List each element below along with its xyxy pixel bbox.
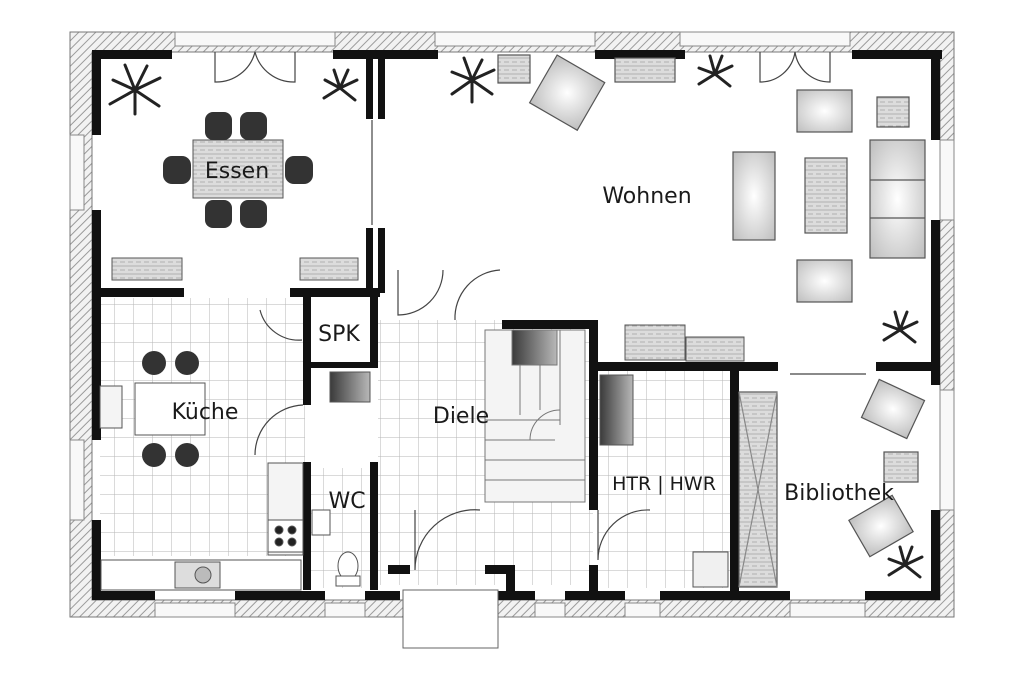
sideboard: [111, 257, 183, 281]
room-label-kueche: Küche: [172, 400, 239, 425]
windows: [69, 31, 955, 618]
room-label-bibliothek: Bibliothek: [784, 481, 894, 506]
room-label-spk: SPK: [318, 322, 360, 347]
doors: [214, 51, 866, 571]
room-label-essen: Essen: [205, 159, 269, 184]
walls: [92, 50, 942, 600]
kitchen-fixtures: [99, 351, 304, 591]
wc-fixtures: [311, 509, 361, 587]
room-label-htr-hwr: HTR | HWR: [612, 473, 716, 495]
room-label-wc: WC: [328, 489, 365, 514]
sideboard: [299, 257, 359, 281]
dining-set: [163, 112, 313, 228]
entrance-step: [402, 589, 499, 649]
living-furniture: [497, 54, 926, 303]
room-label-diele: Diele: [433, 404, 489, 429]
utility-room-fixtures: [599, 324, 745, 588]
library-furniture: [738, 378, 926, 588]
pantry-shelf: [329, 371, 371, 403]
room-label-wohnen: Wohnen: [602, 184, 691, 209]
staircase: [484, 329, 586, 503]
plant-icon: [108, 54, 924, 579]
